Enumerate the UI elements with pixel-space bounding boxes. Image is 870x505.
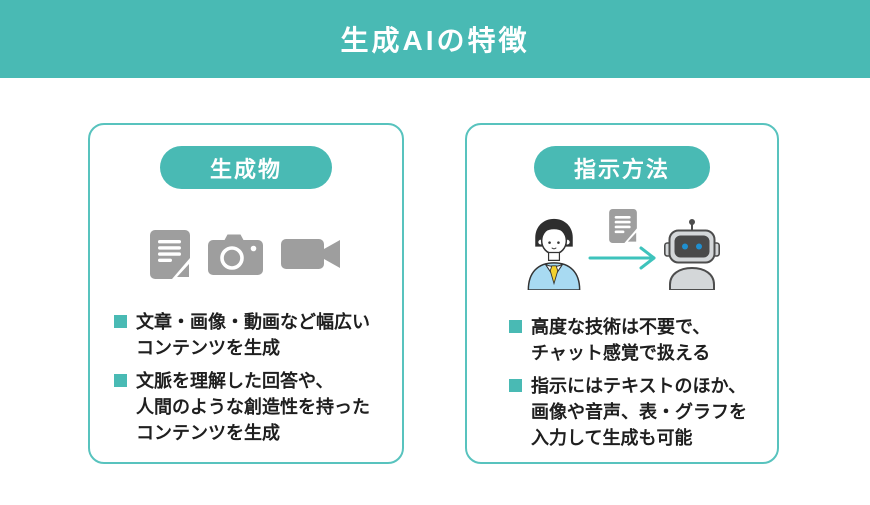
document-icon: [150, 229, 190, 279]
bullet-text: 文脈を理解した回答や、 人間のような創造性を持った コンテンツを生成: [136, 371, 370, 443]
bullet-square-icon: [509, 320, 522, 333]
instruction-bullet-list: 高度な技術は不要で、 チャット感覚で扱える 指示にはテキストのほか、 画像や音声…: [467, 314, 777, 451]
card-generated-outputs: 生成物: [88, 123, 404, 464]
card-instruction-method: 指示方法: [465, 123, 779, 464]
robot-icon: [664, 219, 720, 290]
camera-icon: [208, 234, 263, 275]
instruction-pill: 指示方法: [533, 146, 710, 189]
outputs-bullet-list: 文章・画像・動画など幅広い コンテンツを生成 文脈を理解した回答や、 人間のよう…: [90, 309, 402, 446]
page-title: 生成AIの特徴: [340, 25, 530, 56]
document-icon: [609, 209, 637, 243]
arrow-right-icon: [588, 246, 656, 270]
instruction-pill-label: 指示方法: [573, 156, 670, 182]
header-bar: 生成AIの特徴: [0, 0, 870, 78]
outputs-pill-label: 生成物: [209, 156, 282, 182]
arrow-wrap: [588, 245, 658, 276]
person-icon: [527, 218, 581, 290]
bullet-text: 指示にはテキストのほか、 画像や音声、表・グラフを 入力して生成も可能: [531, 376, 747, 448]
bullet-square-icon: [114, 315, 127, 328]
instruction-icon-row: [524, 209, 720, 290]
bullet-item: 文脈を理解した回答や、 人間のような創造性を持った コンテンツを生成: [114, 368, 392, 446]
bullet-item: 指示にはテキストのほか、 画像や音声、表・グラフを 入力して生成も可能: [509, 373, 769, 451]
bullet-text: 文章・画像・動画など幅広い コンテンツを生成: [136, 312, 370, 358]
bullet-item: 文章・画像・動画など幅広い コンテンツを生成: [114, 309, 392, 361]
outputs-pill: 生成物: [160, 146, 332, 189]
bullet-square-icon: [114, 374, 127, 387]
bullet-text: 高度な技術は不要で、 チャット感覚で扱える: [531, 317, 711, 363]
video-camera-icon: [281, 239, 340, 269]
prompt-flow: [588, 209, 658, 276]
outputs-icon-row: [150, 229, 342, 279]
bullet-item: 高度な技術は不要で、 チャット感覚で扱える: [509, 314, 769, 366]
bullet-square-icon: [509, 379, 522, 392]
